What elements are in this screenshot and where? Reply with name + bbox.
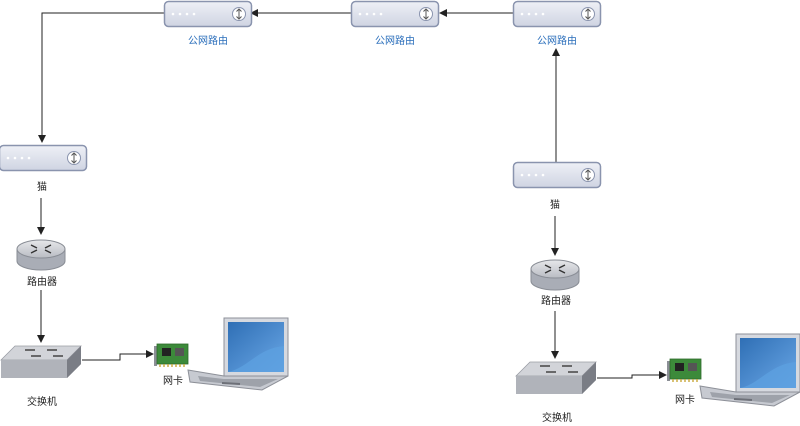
right-nic-label: 网卡 <box>675 393 695 406</box>
right-nic: 网卡 <box>666 358 702 406</box>
connector-pr1-to-left-modem <box>38 12 165 143</box>
modem-icon <box>0 144 88 172</box>
public-router-2-label: 公网路由 <box>375 34 415 47</box>
left-nic: 网卡 <box>153 343 189 387</box>
right-laptop <box>699 333 800 407</box>
connector-right-switch-to-nic <box>597 371 667 379</box>
left-laptop <box>187 317 289 391</box>
connector-left-switch-to-nic <box>82 350 154 361</box>
rack-router-icon <box>163 0 253 28</box>
public-router-2: 公网路由 <box>350 0 440 47</box>
right-switch: 交换机 <box>515 361 597 424</box>
left-modem: 猫 <box>0 144 88 193</box>
left-nic-label: 网卡 <box>163 374 183 387</box>
laptop-icon <box>187 317 289 391</box>
right-router: 路由器 <box>530 259 580 307</box>
right-modem-label: 猫 <box>550 198 560 211</box>
right-modem: 猫 <box>512 161 602 211</box>
switch-icon <box>0 345 82 379</box>
switch-icon <box>515 361 597 395</box>
network-card-icon <box>666 358 702 383</box>
left-modem-label: 猫 <box>37 180 47 193</box>
left-switch: 交换机 <box>0 345 82 408</box>
modem-icon <box>512 161 602 189</box>
public-router-1-label: 公网路由 <box>188 34 228 47</box>
laptop-icon <box>699 333 800 407</box>
right-switch-label: 交换机 <box>542 411 572 424</box>
left-router-label: 路由器 <box>27 275 57 288</box>
public-router-3-label: 公网路由 <box>537 34 577 47</box>
network-card-icon <box>153 343 189 368</box>
public-router-1: 公网路由 <box>163 0 253 47</box>
public-router-3: 公网路由 <box>512 0 602 47</box>
router-icon <box>530 259 580 291</box>
connectors <box>37 9 667 379</box>
left-switch-label: 交换机 <box>27 395 57 408</box>
left-router: 路由器 <box>16 239 66 288</box>
rack-router-icon <box>512 0 602 28</box>
router-icon <box>16 239 66 271</box>
right-router-label: 路由器 <box>541 294 571 307</box>
rack-router-icon <box>350 0 440 28</box>
